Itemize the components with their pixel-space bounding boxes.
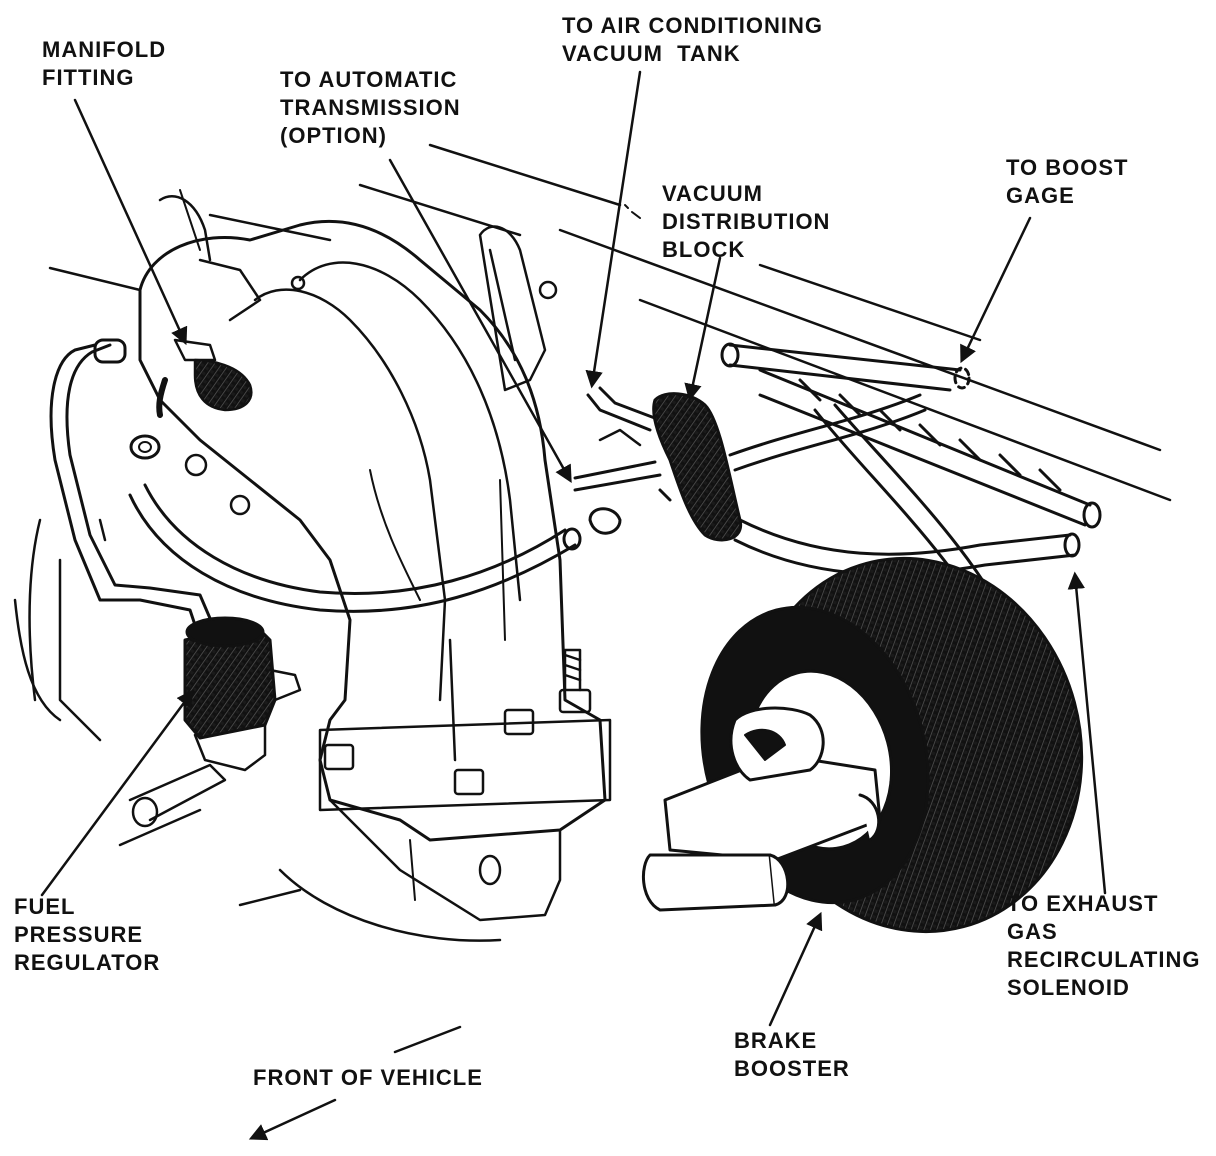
arrow-egr-solenoid — [1067, 571, 1107, 895]
vacuum-distribution-block-part — [573, 386, 743, 542]
arrow-automatic-transmission — [388, 158, 572, 484]
manifold-fitting — [129, 338, 253, 460]
arrow-vacuum-block — [684, 256, 722, 402]
label-exhaust-gas-recirculating: TO EXHAUST GAS RECIRCULATING SOLENOID — [1007, 891, 1201, 1000]
manifold-bolts — [184, 275, 592, 796]
arrow-fuel-regulator — [40, 689, 195, 897]
label-air-conditioning: TO AIR CONDITIONING VACUUM TANK — [562, 13, 823, 66]
engine-block — [13, 518, 107, 742]
label-automatic-transmission: TO AUTOMATIC TRANSMISSION (OPTION) — [280, 67, 461, 148]
label-boost-gage: TO BOOST GAGE — [1006, 155, 1129, 208]
label-fuel-pressure-regulator: FUEL PRESSURE REGULATOR — [14, 894, 161, 975]
main-vacuum-hose — [128, 483, 582, 613]
firewall-lines — [48, 143, 1172, 502]
label-brake-booster: BRAKE BOOSTER — [734, 1028, 850, 1081]
arrow-brake-booster — [768, 911, 823, 1027]
label-front-of-vehicle: FRONT OF VEHICLE — [253, 1065, 483, 1090]
throttle-body — [478, 225, 558, 392]
fuel-line — [49, 338, 217, 642]
arrow-manifold-fitting — [73, 98, 188, 346]
arrow-boost-gage — [960, 216, 1032, 364]
arrow-air-conditioning — [585, 70, 642, 389]
front-arrow-upper — [393, 1025, 462, 1054]
intake-manifold — [138, 189, 612, 942]
upper-right-pipes — [720, 342, 1102, 529]
fuel-pressure-regulator-part — [118, 616, 302, 847]
leader-arrows — [40, 70, 1107, 1141]
front-arrow-lower — [248, 1098, 337, 1141]
ac-tank-marks — [624, 204, 641, 219]
label-manifold-fitting: MANIFOLD FITTING — [42, 37, 167, 90]
master-cylinder — [641, 706, 882, 912]
label-vacuum-distribution-block: VACUUM DISTRIBUTION BLOCK — [662, 181, 831, 262]
